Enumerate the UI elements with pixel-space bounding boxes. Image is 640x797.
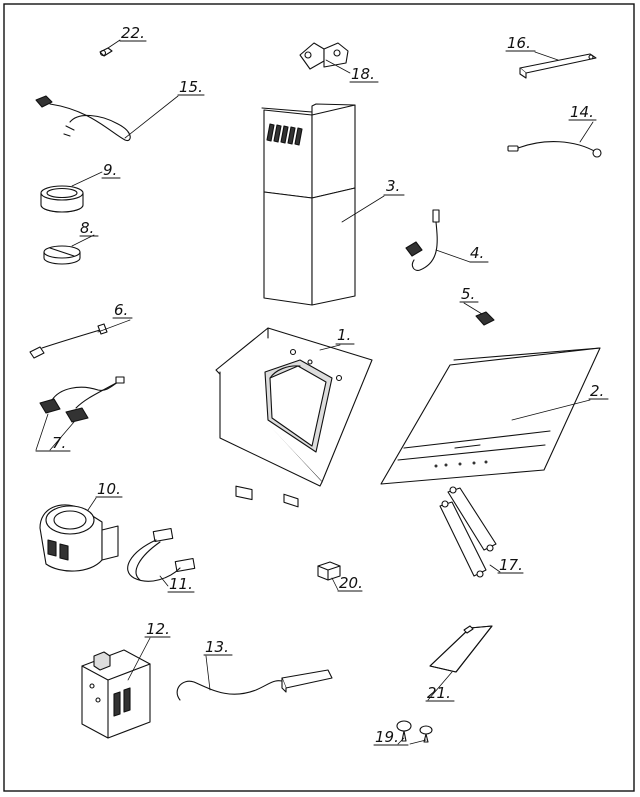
svg-text:7.: 7. (52, 434, 66, 452)
callout-20: 20. (337, 574, 363, 592)
part-3-chimney (261, 103, 385, 306)
part-1-hood-body (215, 327, 373, 508)
callout-8: 8. (79, 219, 99, 237)
svg-text:14.: 14. (570, 103, 594, 121)
part-11-cable-harness (127, 527, 196, 587)
svg-text:13.: 13. (205, 638, 229, 656)
part-19-screws (396, 720, 433, 745)
diagram-border (3, 3, 635, 792)
callout-7: 7. (35, 434, 71, 452)
part-20-connector-box (317, 561, 341, 591)
callout-9: 9. (101, 161, 121, 179)
callout-16: 16. (505, 34, 536, 52)
svg-text:12.: 12. (146, 620, 170, 638)
callout-3: 3. (383, 177, 405, 196)
part-17-gas-struts (439, 486, 501, 578)
part-9-collar (40, 171, 103, 213)
callout-22: 22. (119, 24, 147, 42)
callout-13: 13. (203, 638, 233, 656)
svg-text:17.: 17. (499, 556, 523, 574)
callout-12: 12. (144, 620, 171, 638)
svg-text:22.: 22. (121, 24, 145, 42)
part-2-glass-panel (380, 347, 601, 485)
callout-21: 21. (425, 684, 455, 702)
part-18-bracket (299, 42, 351, 74)
callout-17: 17. (497, 556, 524, 574)
svg-text:9.: 9. (103, 161, 117, 179)
svg-text:18.: 18. (351, 65, 375, 83)
part-12-control-box (81, 637, 151, 739)
callout-19: 19. (373, 728, 409, 746)
part-6-cable (29, 319, 131, 359)
svg-text:15.: 15. (179, 78, 203, 96)
callout-1: 1. (335, 326, 355, 345)
svg-text:21.: 21. (427, 684, 451, 702)
svg-text:20.: 20. (339, 574, 363, 592)
part-15-cable (35, 95, 179, 142)
part-5-block (463, 302, 495, 326)
svg-text:3.: 3. (386, 177, 400, 195)
callout-18: 18. (349, 65, 379, 83)
svg-text:10.: 10. (97, 480, 121, 498)
part-13-led-strip (176, 655, 333, 701)
part-22-clip (99, 39, 121, 57)
callout-2: 2. (588, 382, 609, 400)
callout-10: 10. (95, 480, 123, 498)
part-4-harness (405, 209, 471, 271)
svg-text:6.: 6. (114, 301, 128, 319)
svg-text:16.: 16. (507, 34, 531, 52)
svg-text:19.: 19. (375, 728, 399, 746)
callout-4: 4. (469, 244, 489, 263)
callout-14: 14. (568, 103, 597, 121)
part-8-valve (43, 234, 95, 265)
callout-6: 6. (112, 301, 133, 319)
callout-11: 11. (167, 575, 195, 593)
svg-text:5.: 5. (461, 285, 475, 303)
svg-text:2.: 2. (590, 382, 604, 400)
part-10-blower-motor (39, 497, 119, 572)
svg-text:4.: 4. (470, 244, 484, 262)
part-21-grease-filter (427, 625, 493, 701)
svg-text:8.: 8. (80, 219, 94, 237)
svg-text:11.: 11. (169, 575, 193, 593)
callout-5: 5. (459, 285, 479, 303)
part-16-rail (519, 51, 597, 79)
part-7-cable-pads (35, 376, 125, 451)
callout-15: 15. (177, 78, 205, 96)
part-14-sensor-wire (507, 121, 602, 158)
callout-labels: 22. 18. 16. 15. 14. 9. 3. 8. 4. 5. 6. 1.… (35, 24, 609, 746)
svg-text:1.: 1. (337, 326, 351, 344)
